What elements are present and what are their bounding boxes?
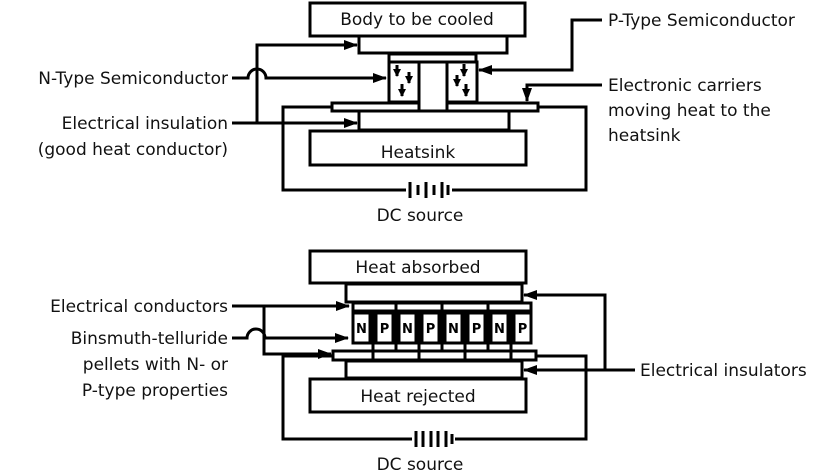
pellet-type-label: N: [402, 322, 413, 337]
body-to-be-cooled-label: Body to be cooled: [340, 10, 494, 30]
insulation-leader-upper: [255, 40, 358, 123]
carriers-callout-line3: heatsink: [608, 126, 681, 146]
battery-icon: [414, 431, 454, 447]
carriers-leader: [522, 83, 602, 102]
p-type-leader: [478, 18, 602, 75]
circuit-wire-right: [452, 105, 588, 192]
n-type-callout: N-Type Semiconductor: [38, 69, 228, 89]
insulators-leader-upper: [523, 290, 607, 370]
dc-source-label-top: DC source: [377, 206, 464, 226]
circuit-wire-left-bottom: [281, 354, 412, 441]
n-pellet: [489, 311, 510, 345]
p-pellet: [512, 311, 533, 345]
p-type-callout: P-Type Semiconductor: [608, 11, 795, 31]
n-type-pellet: [387, 60, 421, 104]
upper-insulator-plate: [344, 282, 524, 304]
pellet-type-label: N: [494, 322, 505, 337]
heat-rejected-label: Heat rejected: [360, 387, 475, 407]
pellet-type-label: N: [356, 322, 367, 337]
carrier-arrows-p: [453, 64, 470, 97]
pellets-callout-line3: P-type properties: [82, 381, 228, 401]
circuit-wire-left: [281, 105, 406, 192]
pellets-callout-line1: Binsmuth-telluride: [71, 329, 228, 349]
upper-insulation-plate: [357, 34, 509, 55]
circuit-wire-right-bottom: [455, 354, 588, 441]
conductors-leader-lower: [262, 306, 332, 359]
p-pellet: [374, 311, 395, 345]
lower-conductor-strip: [331, 349, 538, 362]
heat-absorbed-label: Heat absorbed: [355, 258, 480, 278]
pellet-type-label: P: [472, 322, 482, 337]
n-pellet: [351, 311, 372, 345]
carrier-arrows-n: [393, 65, 413, 97]
heat-rejected-box: [308, 377, 528, 414]
p-pellet: [420, 311, 441, 345]
carriers-callout-line2: moving heat to the: [608, 101, 771, 121]
insulators-callout: Electrical insulators: [640, 361, 807, 381]
carriers-callout-line1: Electronic carriers: [608, 76, 762, 96]
center-spacer: [417, 60, 449, 113]
top-diagram: Body to be cooled Heatsink: [38, 1, 795, 226]
p-type-pellet: [445, 60, 479, 104]
p-pellet: [466, 311, 487, 345]
pellets-leader: [232, 327, 349, 343]
dc-source-label-bottom: DC source: [377, 455, 464, 475]
pellet-type-label: P: [426, 322, 436, 337]
lower-insulation-plate: [357, 109, 511, 132]
pellet-type-label: P: [380, 322, 390, 337]
pellets-callout-line2: pellets with N- or: [83, 355, 228, 375]
n-pellet: [443, 311, 464, 345]
heatsink-label: Heatsink: [381, 143, 456, 163]
heatsink-box: [308, 129, 528, 167]
battery-icon: [408, 182, 450, 198]
lower-insulator-plate: [344, 359, 524, 380]
n-pellet: [397, 311, 418, 345]
n-type-leader: [232, 67, 387, 83]
conductors-callout: Electrical conductors: [50, 297, 228, 317]
pellet-type-label: N: [448, 322, 459, 337]
pellet-type-label: P: [518, 322, 528, 337]
insulation-callout-line1: Electrical insulation: [62, 114, 228, 134]
insulation-callout-line2: (good heat conductor): [38, 140, 228, 160]
